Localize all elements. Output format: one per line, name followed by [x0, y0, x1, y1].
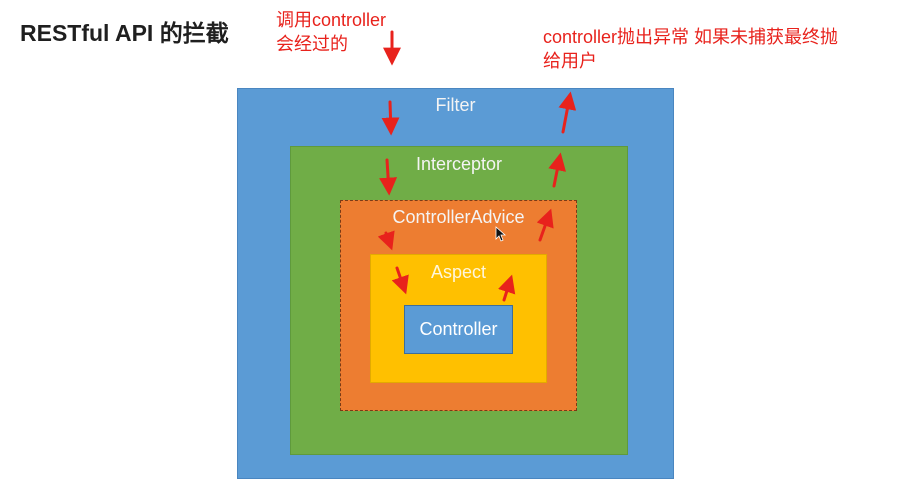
- filter-label: Filter: [435, 95, 476, 115]
- arrow-up-icon: [558, 91, 577, 134]
- arrow-down-icon: [379, 158, 398, 196]
- arrow-down-icon: [381, 100, 400, 136]
- exception-flow-note: controller抛出异常 如果未捕获最终抛 给用户: [543, 25, 913, 73]
- controller-advice-label: ControllerAdvice: [392, 207, 525, 227]
- exception-flow-note-line1: controller抛出异常 如果未捕获最终抛: [543, 27, 839, 47]
- interceptor-label: Interceptor: [415, 154, 503, 174]
- request-flow-note-line1: 调用controller: [276, 10, 387, 30]
- arrow-up-icon: [498, 274, 516, 302]
- mouse-pointer-icon: [495, 226, 507, 242]
- controller-label: Controller: [419, 319, 498, 339]
- aspect-label: Aspect: [430, 262, 487, 282]
- exception-flow-note-line2: 给用户: [543, 51, 597, 71]
- arrow-down-icon: [377, 230, 395, 251]
- request-flow-note: 调用controller 会经过的: [276, 8, 436, 56]
- arrow-down-icon: [391, 266, 409, 295]
- request-flow-note-line2: 会经过的: [276, 34, 348, 54]
- arrow-up-icon: [536, 208, 554, 242]
- page-title: RESTful API 的拦截: [20, 20, 229, 46]
- arrow-up-icon: [548, 152, 567, 188]
- controller-layer: Controller: [404, 305, 513, 354]
